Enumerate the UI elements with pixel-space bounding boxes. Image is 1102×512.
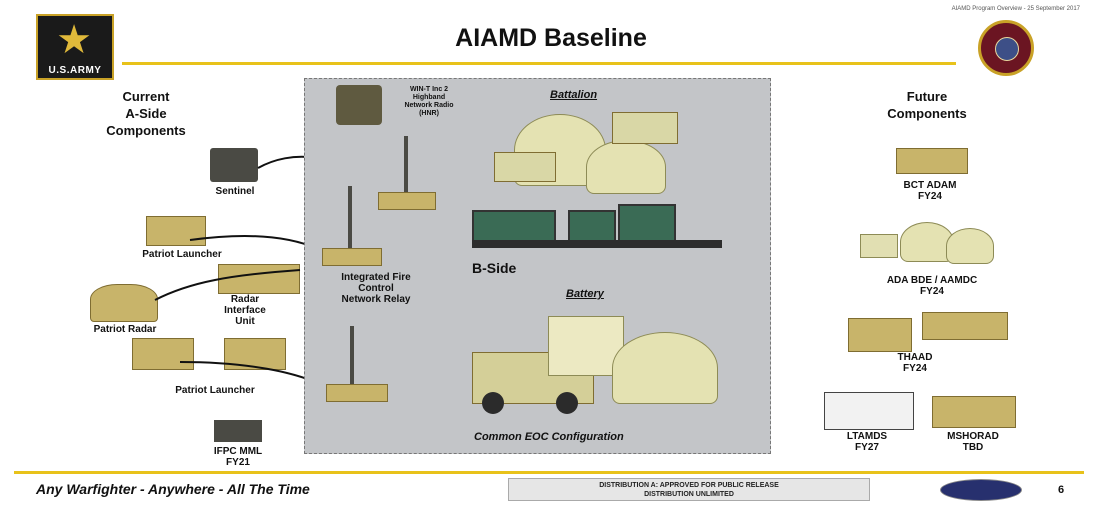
ltamds-image bbox=[824, 392, 914, 430]
hnr-radio-image bbox=[336, 85, 382, 125]
patriot-launcher-label-2: Patriot Launcher bbox=[175, 385, 255, 396]
header-meta: AIAMD Program Overview - 25 September 20… bbox=[951, 6, 1080, 12]
relay-vehicle-1 bbox=[378, 192, 436, 210]
relay-vehicle-2 bbox=[322, 248, 382, 266]
distribution-line-1: DISTRIBUTION A: APPROVED FOR PUBLIC RELE… bbox=[599, 482, 779, 489]
relay-mast-3 bbox=[350, 326, 354, 388]
thaad-label: THAAD FY24 bbox=[897, 352, 933, 374]
mshorad-label: MSHORAD TBD bbox=[947, 431, 999, 453]
ltamds-label: LTAMDS FY27 bbox=[846, 431, 888, 453]
b-side-label: B-Side bbox=[472, 260, 517, 276]
page-title: AIAMD Baseline bbox=[455, 24, 647, 52]
radar-interface-unit-image bbox=[218, 264, 300, 294]
patriot-launcher-image-2 bbox=[132, 338, 194, 370]
eoc-label: Common EOC Configuration bbox=[474, 431, 624, 443]
ifpc-mml-image bbox=[214, 420, 262, 442]
title-rule bbox=[122, 62, 956, 65]
bct-adam-image bbox=[896, 148, 968, 174]
ada-bde-label: ADA BDE / AAMDC FY24 bbox=[886, 275, 978, 297]
sentinel-image bbox=[210, 148, 258, 182]
thaad-launcher-image bbox=[848, 318, 912, 352]
footer-logo bbox=[940, 479, 1022, 501]
patriot-radar-label: Patriot Radar bbox=[93, 324, 157, 335]
air-defense-seal bbox=[978, 20, 1034, 76]
hnr-label: WIN-T Inc 2 Highband Network Radio (HNR) bbox=[404, 86, 454, 117]
bct-adam-label: BCT ADAM FY24 bbox=[903, 180, 957, 202]
ifpc-mml-label: IFPC MML FY21 bbox=[213, 446, 263, 468]
star-icon: ★ bbox=[56, 18, 92, 62]
battery-vehicle-image bbox=[472, 306, 732, 416]
distribution-line-2: DISTRIBUTION UNLIMITED bbox=[644, 491, 734, 498]
sentinel-label: Sentinel bbox=[215, 186, 255, 197]
patriot-launcher-image-1 bbox=[146, 216, 206, 246]
us-army-logo: ★ U.S.ARMY bbox=[36, 14, 114, 80]
battalion-shelters-image bbox=[494, 106, 704, 196]
b-side-consoles-image bbox=[472, 204, 722, 250]
ifcn-relay-label: Integrated Fire Control Network Relay bbox=[341, 272, 411, 305]
cable-radar bbox=[154, 269, 301, 301]
current-components-heading: Current A-Side Components bbox=[106, 89, 186, 138]
mshorad-image bbox=[932, 396, 1016, 428]
distribution-statement: DISTRIBUTION A: APPROVED FOR PUBLIC RELE… bbox=[508, 478, 870, 501]
patriot-launcher-label-1: Patriot Launcher bbox=[142, 249, 222, 260]
radar-interface-unit-label: Radar Interface Unit bbox=[224, 294, 266, 327]
battalion-label: Battalion bbox=[550, 89, 598, 101]
footer-motto: Any Warfighter - Anywhere - All The Time bbox=[36, 481, 310, 497]
future-components-heading: Future Components bbox=[887, 89, 967, 121]
page-number: 6 bbox=[1058, 484, 1065, 496]
relay-mast-1 bbox=[404, 136, 408, 200]
relay-mast-2 bbox=[348, 186, 352, 250]
army-logo-text: U.S.ARMY bbox=[48, 65, 102, 76]
relay-vehicle-3 bbox=[326, 384, 388, 402]
patriot-radar-image bbox=[90, 284, 158, 322]
battery-label: Battery bbox=[566, 288, 604, 300]
ada-bde-image bbox=[860, 216, 1000, 268]
thaad-radar-image bbox=[922, 312, 1008, 340]
footer-rule bbox=[14, 471, 1084, 474]
